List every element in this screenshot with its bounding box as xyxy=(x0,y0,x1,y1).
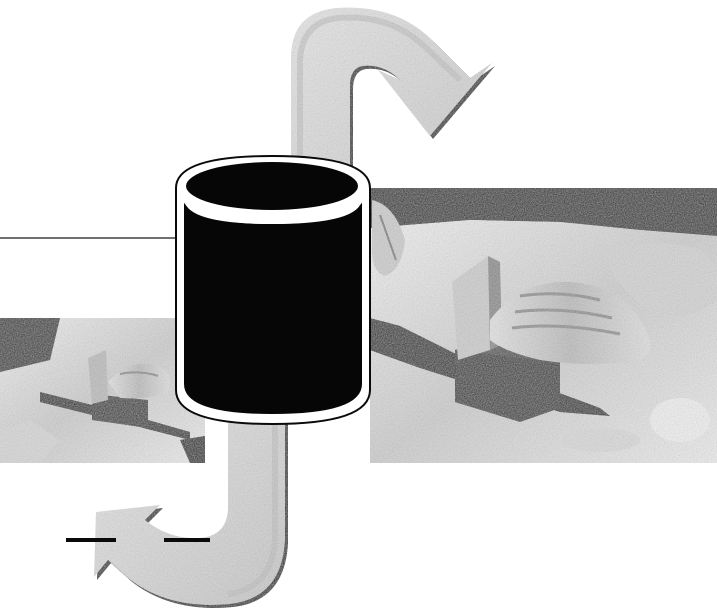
photo-hands-left xyxy=(0,318,205,463)
photo-hands-right xyxy=(370,188,717,463)
database-cylinder-icon xyxy=(176,156,370,424)
